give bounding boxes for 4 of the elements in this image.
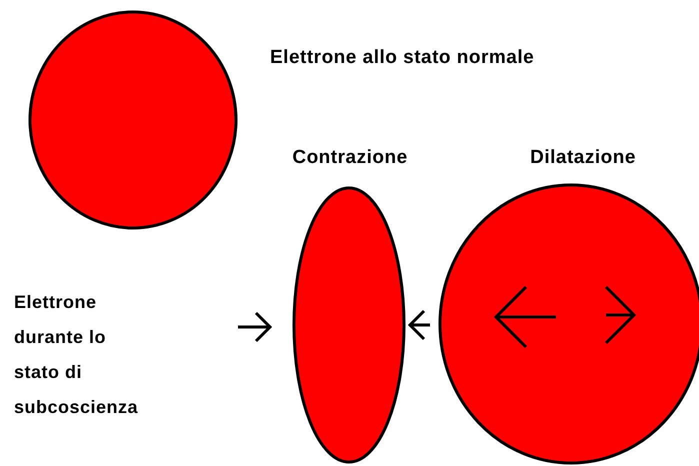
shape-heading: Dilatazione (529, 146, 637, 170)
caption-text: Elettrone allo stato normale (270, 46, 534, 70)
side-label: Elettrone durante lo stato di subcoscienza (14, 291, 140, 419)
shape-heading: Contrazione (291, 146, 409, 170)
